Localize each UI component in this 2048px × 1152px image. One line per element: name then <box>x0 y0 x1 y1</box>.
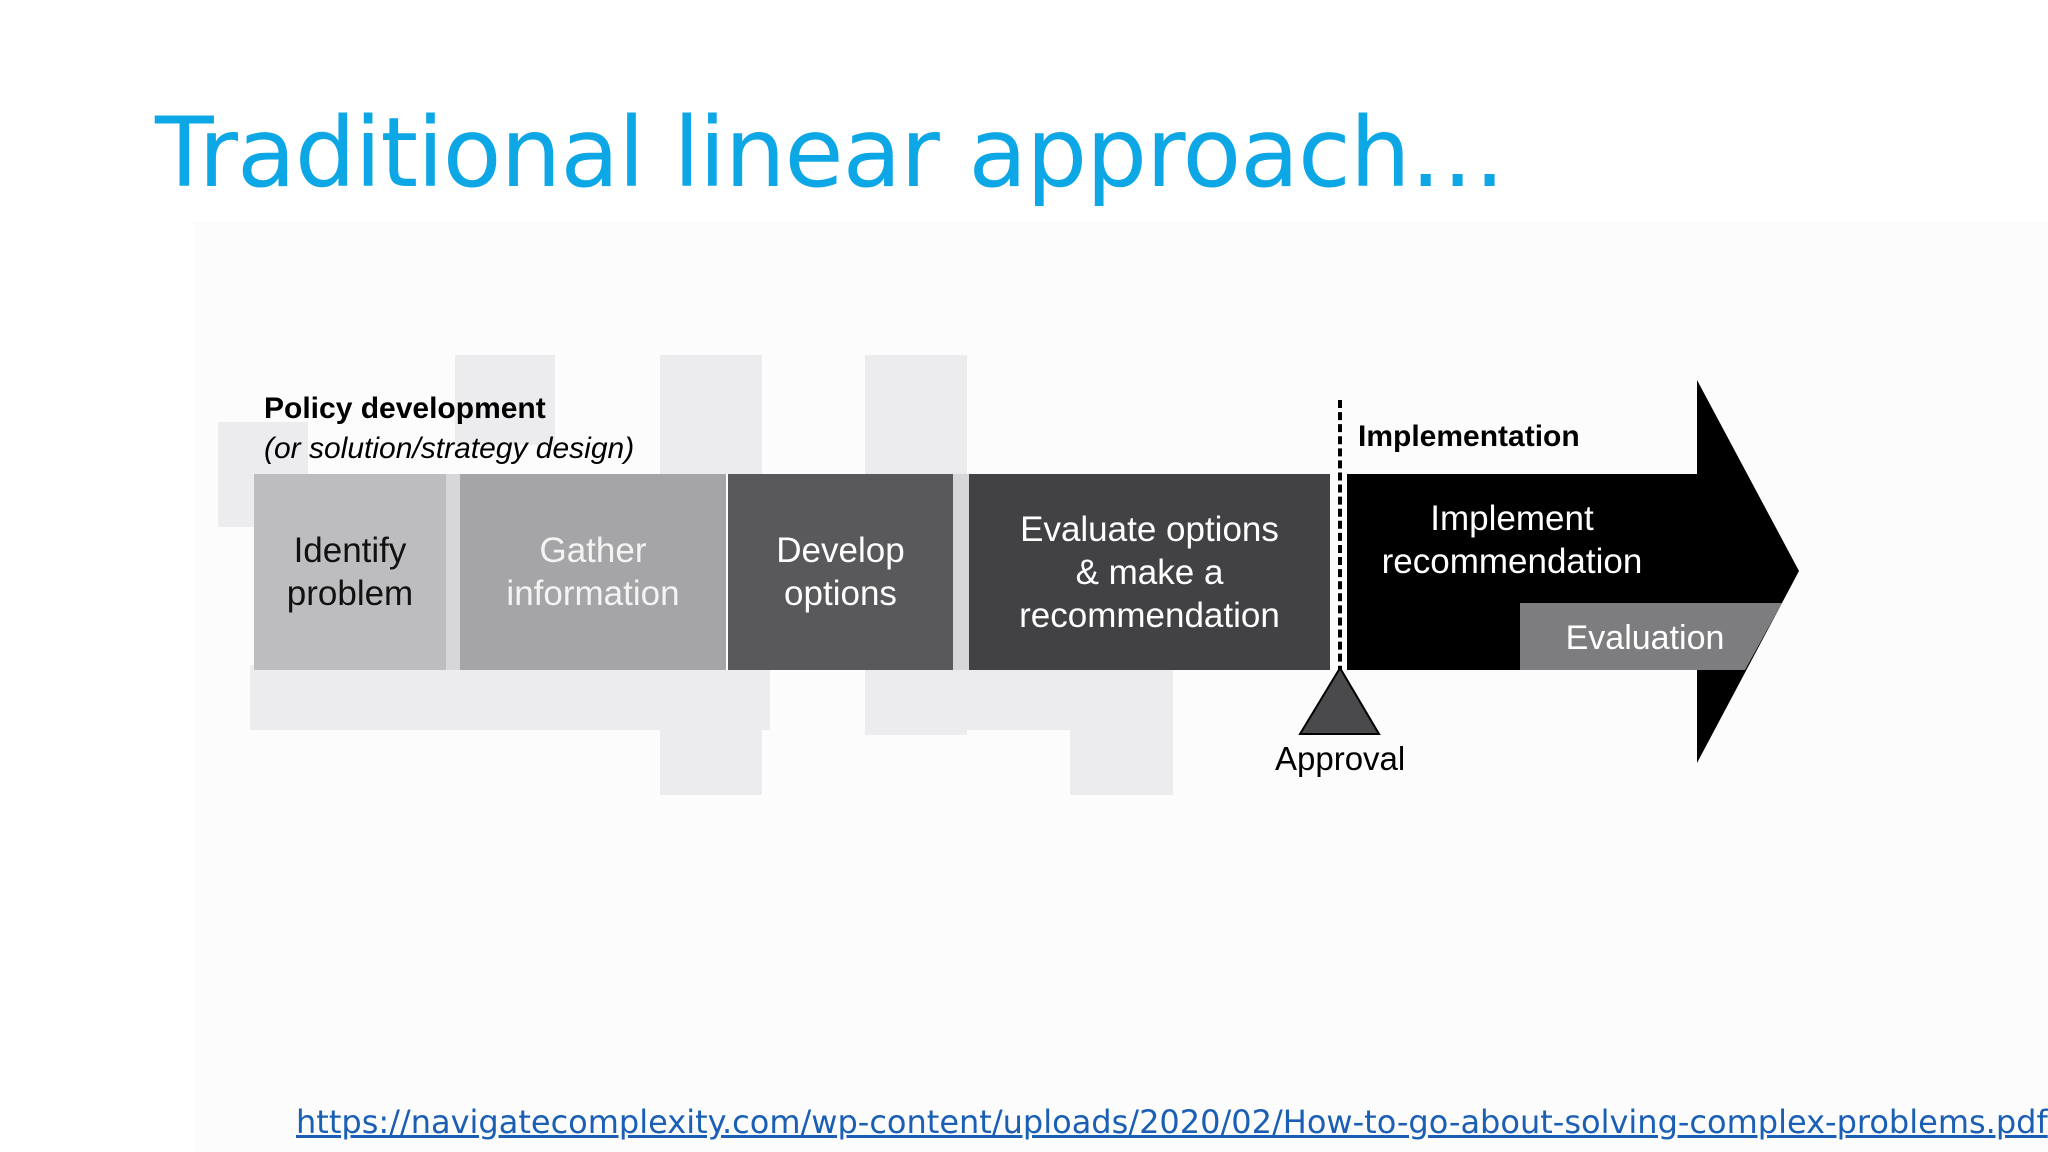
slide-title: Traditional linear approach… <box>155 97 1506 209</box>
ghost-shape <box>455 355 555 445</box>
source-link[interactable]: https://navigatecomplexity.com/wp-conten… <box>296 1103 2048 1141</box>
step-separator <box>953 474 969 670</box>
ghost-shape <box>1070 665 1173 795</box>
implementation-heading: Implementation <box>1358 420 1580 453</box>
policy-development-subheading: (or solution/strategy design) <box>264 432 635 465</box>
approval-label: Approval <box>1275 740 1406 777</box>
policy-development-heading: Policy development <box>264 392 546 425</box>
evaluation-label: Evaluation <box>1565 618 1725 657</box>
ghost-shape <box>250 665 770 730</box>
approval-divider-line <box>1338 400 1342 710</box>
step-separator <box>726 474 728 670</box>
step-separator <box>446 474 460 670</box>
